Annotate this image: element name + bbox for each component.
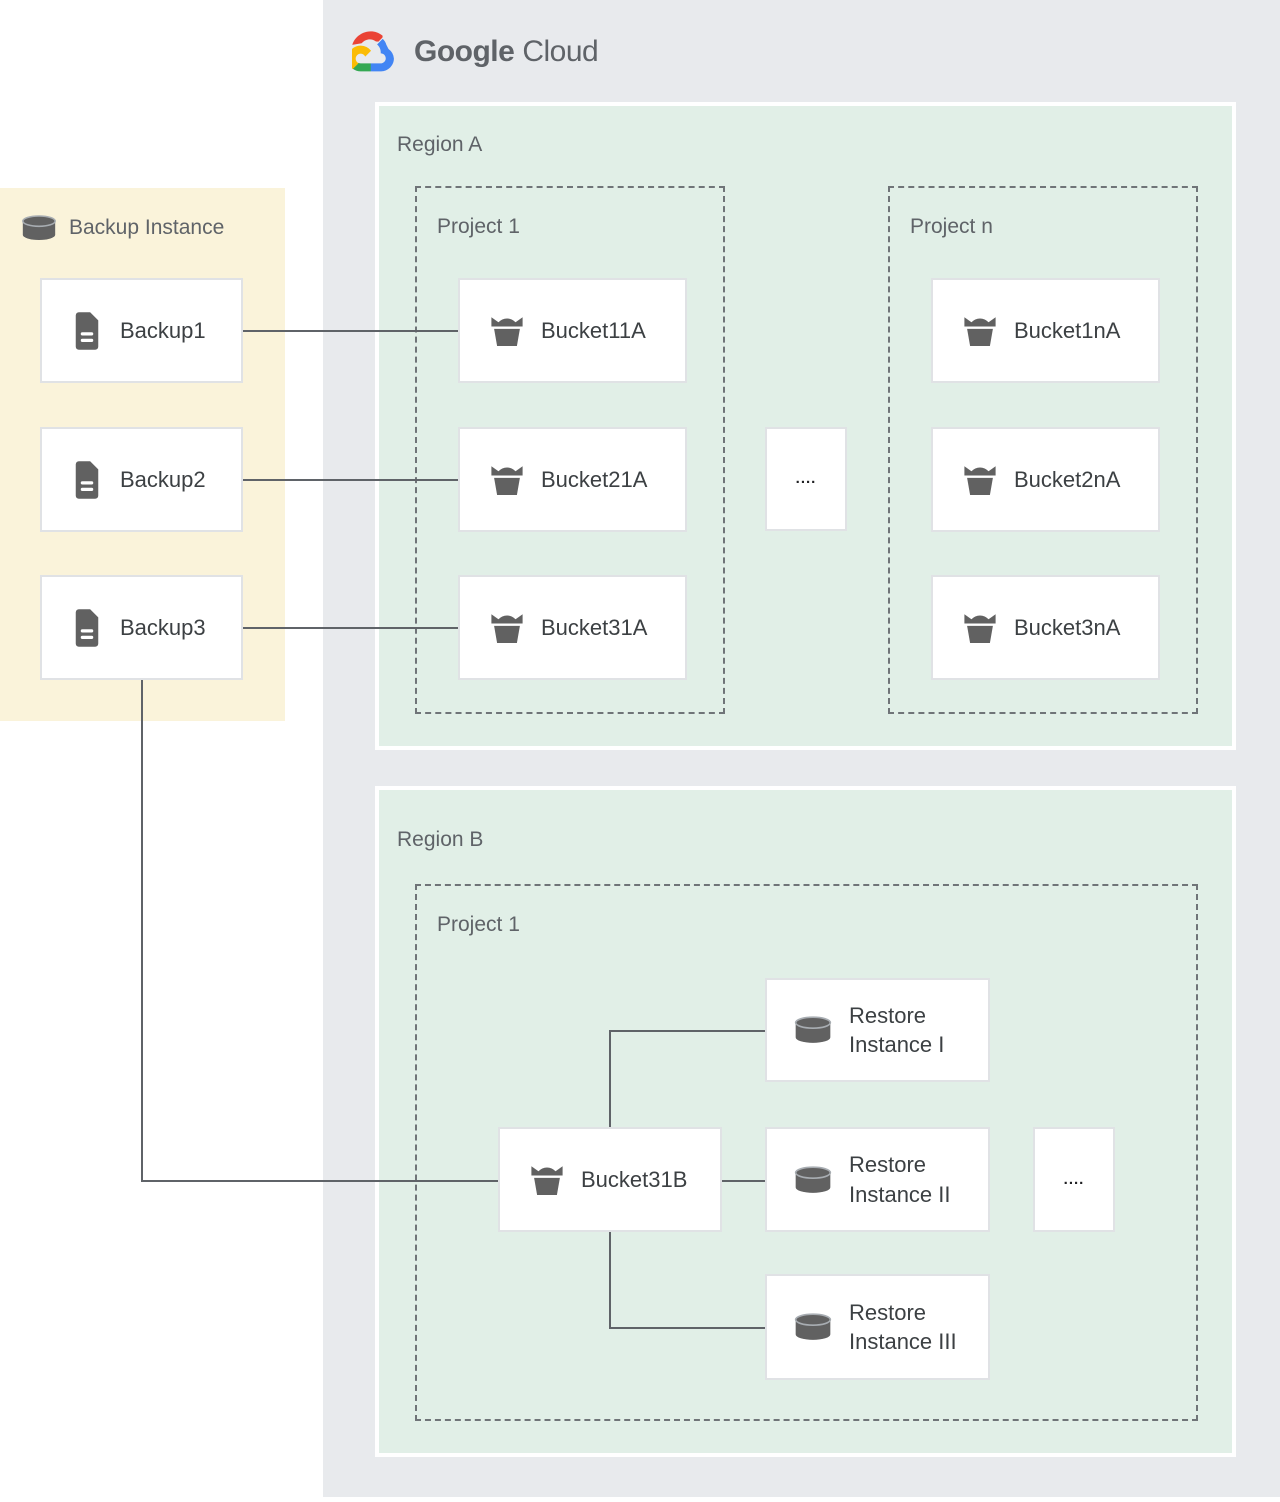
region-b: Region B Project 1 Restore Instance I Bu…	[375, 786, 1236, 1457]
backup1-label: Backup1	[120, 317, 206, 343]
region-a-project-1: Project 1 Bucket11A Bucket21A	[415, 186, 725, 714]
bucket1na-label: Bucket1nA	[1014, 317, 1121, 343]
database-icon	[794, 1313, 832, 1340]
restore-instance-2-label: Restore Instance II	[849, 1152, 951, 1207]
backup3-label: Backup3	[120, 614, 206, 640]
document-icon	[75, 311, 99, 350]
bucket31b-node: Bucket31B	[498, 1127, 722, 1232]
backup3-node: Backup3	[40, 575, 243, 680]
document-icon	[75, 608, 99, 647]
storage-bucket-icon	[491, 613, 523, 643]
bucket31a-label: Bucket31A	[541, 614, 648, 640]
backup1-node: Backup1	[40, 278, 243, 383]
logo-text-cloud: Cloud	[522, 35, 599, 68]
region-b-project-1: Project 1 Restore Instance I Bucket31B	[415, 884, 1198, 1421]
bucket2na-node: Bucket2nA	[931, 427, 1160, 532]
backup-instance-title: Backup Instance	[69, 216, 225, 239]
google-cloud-logo: Google Cloud	[352, 24, 599, 80]
backup2-label: Backup2	[120, 466, 206, 492]
document-icon	[75, 460, 99, 499]
region-b-label: Region B	[397, 828, 484, 851]
region-a-ellipsis-node: ....	[765, 427, 847, 531]
restore-instance-2-node: Restore Instance II	[765, 1127, 990, 1232]
backup-instance-header: Backup Instance	[20, 214, 224, 242]
region-a-project-n: Project n Bucket1nA Bucket2nA	[888, 186, 1198, 714]
storage-bucket-icon	[491, 316, 523, 346]
storage-bucket-icon	[491, 465, 523, 495]
backup2-node: Backup2	[40, 427, 243, 532]
storage-bucket-icon	[964, 465, 996, 495]
logo-text-google: Google	[414, 35, 515, 68]
bucket21a-label: Bucket21A	[541, 466, 648, 492]
region-a-label: Region A	[397, 133, 483, 156]
region-b-ellipsis-node: ....	[1033, 1127, 1115, 1232]
bucket31b-label: Bucket31B	[581, 1166, 688, 1192]
bucket11a-label: Bucket11A	[541, 317, 646, 343]
bucket2na-label: Bucket2nA	[1014, 466, 1121, 492]
bucket3na-node: Bucket3nA	[931, 575, 1160, 680]
backup-instance-panel: Backup Instance Backup1 Backup2	[0, 188, 285, 721]
storage-bucket-icon	[964, 613, 996, 643]
bucket31a-node: Bucket31A	[458, 575, 687, 680]
restore-instance-1-label: Restore Instance I	[849, 1002, 945, 1057]
bucket1na-node: Bucket1nA	[931, 278, 1160, 383]
region-a: Region A Project 1 Bucket11A Bucket21A	[375, 102, 1236, 750]
region-b-project-1-label: Project 1	[437, 913, 520, 936]
region-a-project-n-label: Project n	[910, 215, 993, 238]
database-icon	[794, 1016, 832, 1043]
region-b-ellipsis: ....	[1063, 1170, 1085, 1188]
storage-bucket-icon	[964, 316, 996, 346]
region-a-ellipsis: ....	[795, 470, 817, 488]
database-icon	[22, 215, 56, 240]
storage-bucket-icon	[531, 1165, 563, 1195]
region-a-project-1-label: Project 1	[437, 215, 520, 238]
bucket21a-node: Bucket21A	[458, 427, 687, 532]
restore-instance-3-label: Restore Instance III	[849, 1299, 957, 1354]
bucket3na-label: Bucket3nA	[1014, 614, 1121, 640]
restore-instance-3-node: Restore Instance III	[765, 1274, 990, 1380]
bucket11a-node: Bucket11A	[458, 278, 687, 383]
google-cloud-icon	[352, 31, 394, 72]
restore-instance-1-node: Restore Instance I	[765, 978, 990, 1082]
database-icon	[794, 1165, 832, 1193]
